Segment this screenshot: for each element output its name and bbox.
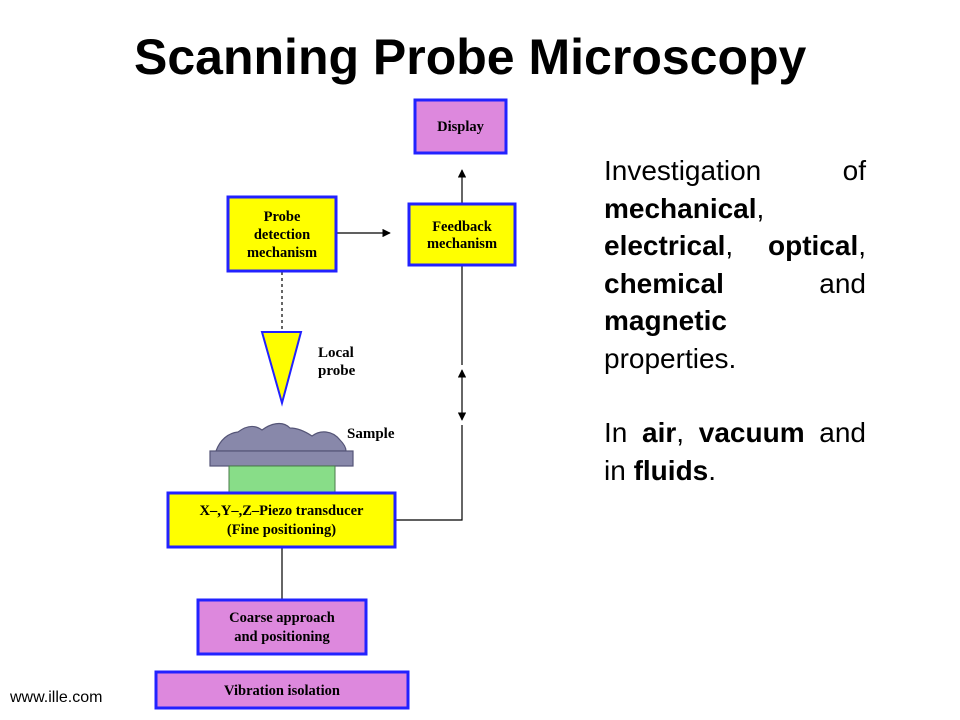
coarse-label-line2: and positioning <box>234 629 330 645</box>
local-probe-label-line2: probe <box>318 363 356 379</box>
feedback-label-line1: Feedback <box>432 219 493 235</box>
probe-detection-line3: mechanism <box>247 245 317 261</box>
coarse-label-line1: Coarse approach <box>229 610 335 626</box>
description-run: optical <box>767 230 859 261</box>
page-title: Scanning Probe Microscopy <box>134 29 807 85</box>
vibration-isolation-box: Vibration isolation <box>154 670 410 710</box>
local-probe-label-line1: Local <box>318 345 354 361</box>
probe-detection-box: Probe detection mechanism <box>226 195 338 273</box>
sample-label: Sample <box>347 426 395 442</box>
probe-detection-line1: Probe <box>264 209 301 225</box>
description-run: , <box>676 417 699 448</box>
description-panel: Investigation of mechanical, electrical,… <box>604 152 866 489</box>
description-run: Investigation of <box>604 155 866 186</box>
piezo-to-feedback-line <box>396 425 463 521</box>
feedback-box: Feedback mechanism <box>407 202 517 267</box>
description-run: , <box>756 192 765 224</box>
piezo-label-line2: (Fine positioning) <box>227 522 336 538</box>
display-label: Display <box>437 119 484 135</box>
description-run: mechanical <box>604 192 757 224</box>
description-run: air <box>642 417 677 448</box>
connectors <box>281 169 467 600</box>
description-run: . <box>708 454 717 486</box>
source-footer: www.ille.com <box>10 689 103 706</box>
description-run: electrical <box>604 230 726 261</box>
feedback-label-line2: mechanism <box>427 236 497 252</box>
probe-detection-line2: detection <box>254 227 310 243</box>
piezo-block <box>228 465 336 494</box>
description-run: , <box>858 230 866 261</box>
description-run: and <box>723 267 866 299</box>
description-run: magnetic <box>604 305 727 336</box>
sample-surface <box>215 422 347 452</box>
description-run: , <box>725 230 768 261</box>
piezo-transducer-box: X–,Y–,Z–Piezo transducer (Fine positioni… <box>166 491 397 549</box>
description-paragraph-1: Investigation of mechanical, electrical,… <box>604 152 866 377</box>
sample-stage <box>209 450 354 467</box>
description-run: fluids <box>633 454 709 486</box>
vibration-label: Vibration isolation <box>224 683 340 699</box>
local-probe-tip <box>260 331 303 407</box>
description-run: In <box>604 417 643 448</box>
description-paragraph-2: In air, vacuum and in fluids. <box>604 414 866 489</box>
description-run: chemical <box>604 267 724 299</box>
description-run: vacuum <box>698 417 805 448</box>
description-run: and in <box>604 417 866 486</box>
display-box: Display <box>413 98 508 155</box>
piezo-label-line1: X–,Y–,Z–Piezo transducer <box>200 503 364 519</box>
description-run: properties. <box>604 342 737 374</box>
coarse-approach-box: Coarse approach and positioning <box>196 598 368 656</box>
